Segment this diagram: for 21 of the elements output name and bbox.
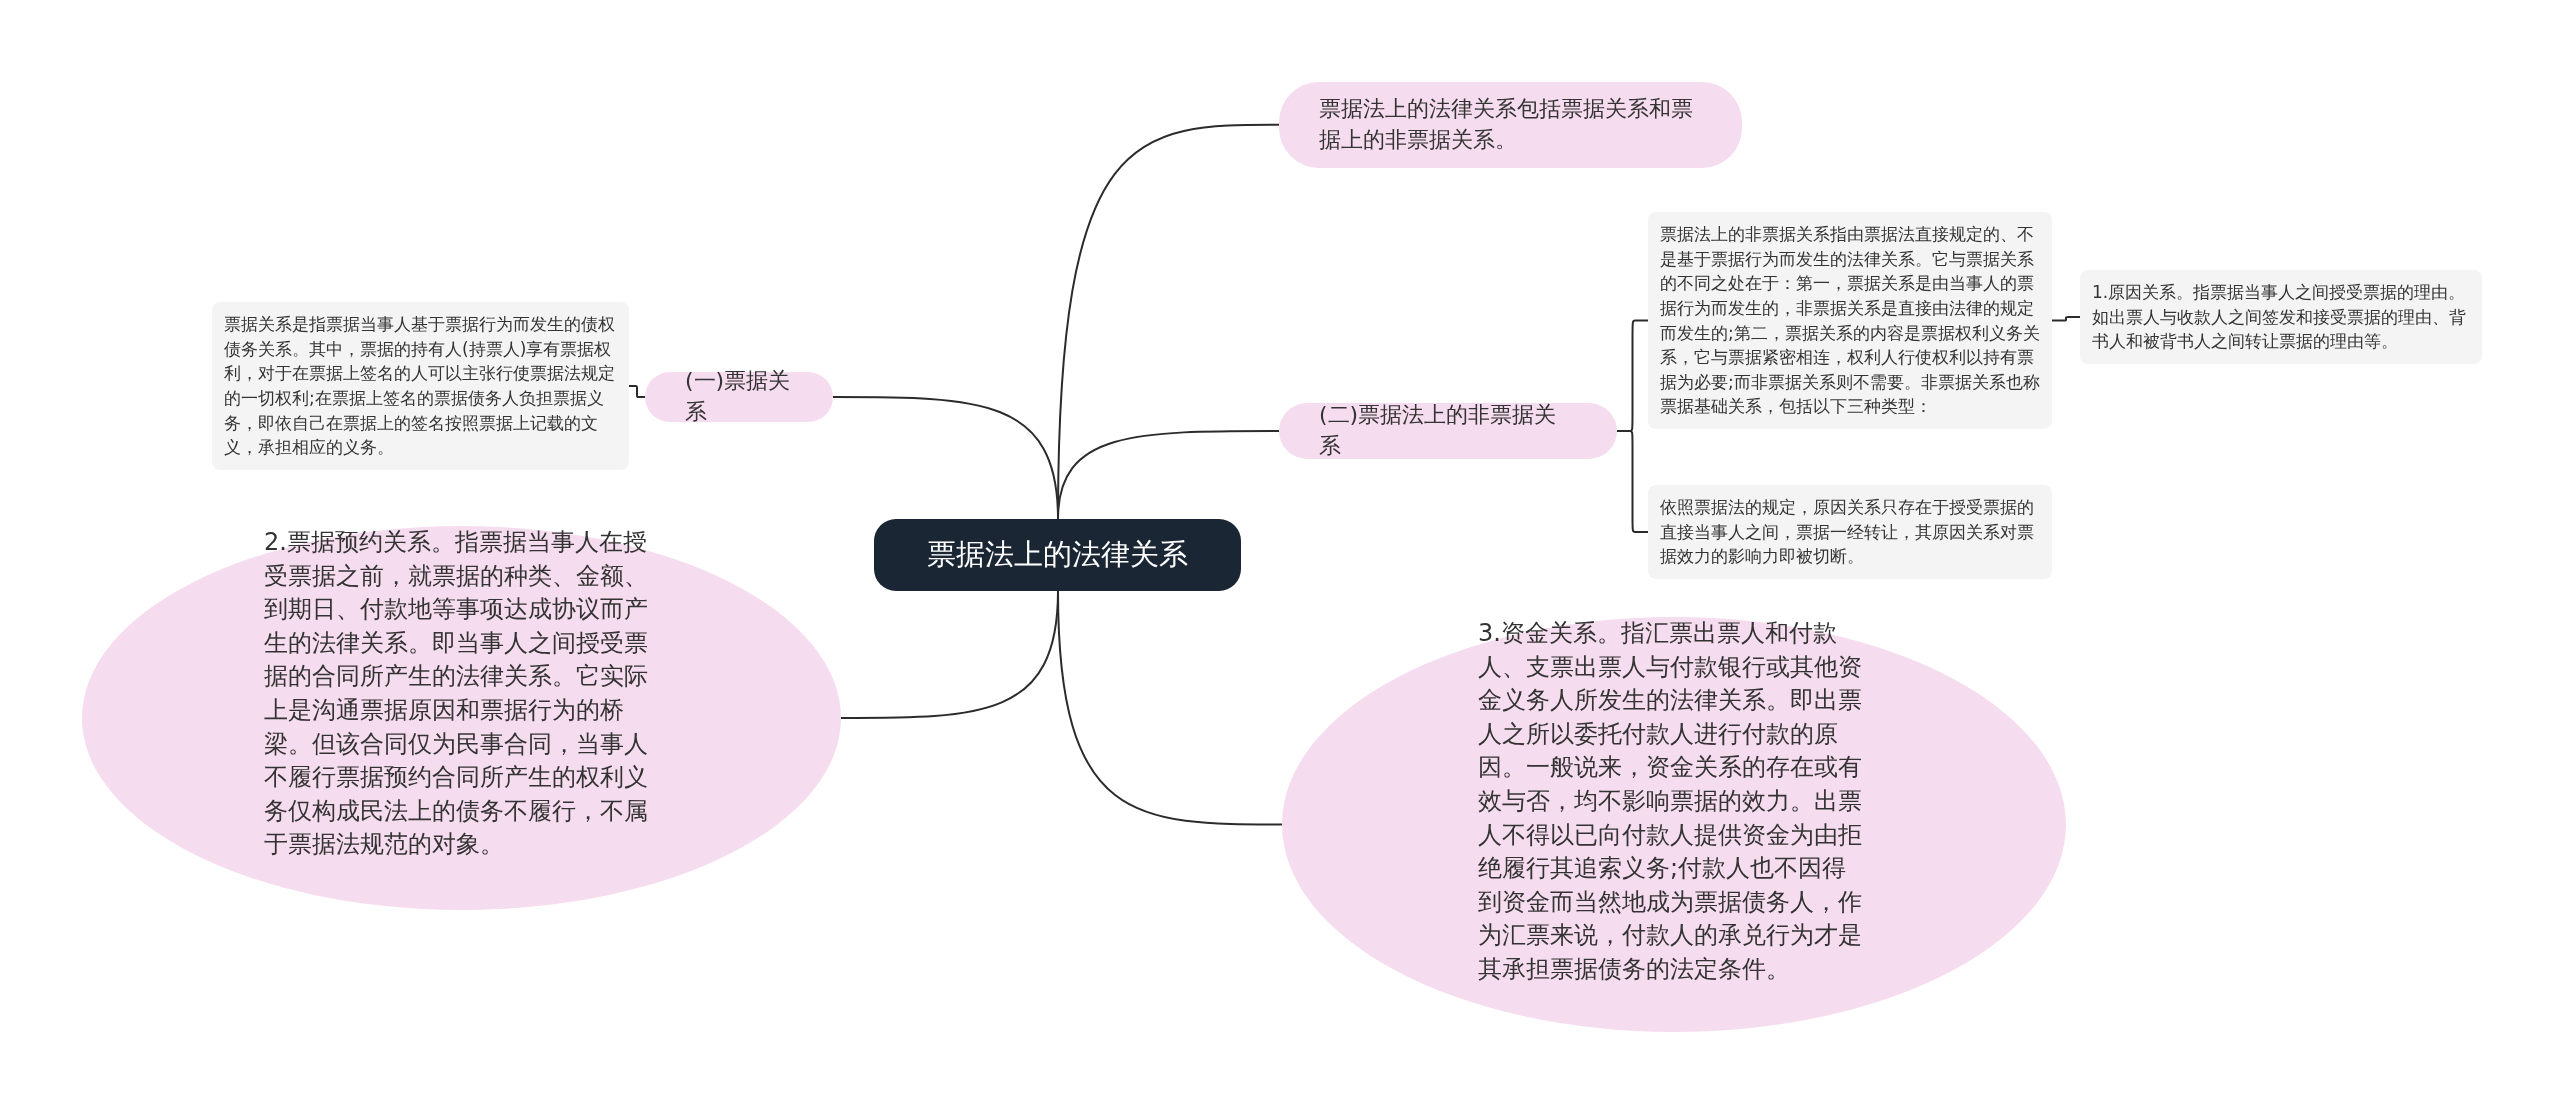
topic-text: 2.票据预约关系。指票据当事人在授受票据之前，就票据的种类、金额、到期日、付款地等事项达成协议而产生的法律关系。即当事人之间授受票据的合同所产生的法律关系。它实际上是沟通票据原因和票据行为的桥梁。但该合同仅为民事合同，当事人不履行票据预约合同所产生的权利义务仅构成民法上的债务不履行，不属于票据法规范的对象。 [264,527,649,861]
connector-line [628,384,646,398]
topic-text: (二)票据法上的非票据关系 [1319,401,1558,460]
note-card [212,302,629,470]
note-card [1648,485,2052,579]
connector-line [1057,590,1283,826]
topic-text: 3.资金关系。指汇票出票人和付款人、支票出票人与付款银行或其他资金义务人所发生的法律关系。即出票人之所以委托付款人进行付款的原因。一般说来，资金关系的存在或有效与否，均不影响票据的效力。出票人不得以已向付款人提供资金为由拒绝履行其追索义务;付款人也不因得到资金而当然地成为票据债务人，作为汇票来说，付款人的承兑行为才是其承担票据债务的法定条件。 [1478,618,1863,985]
note-card [1648,212,2052,430]
central-topic [874,519,1241,591]
topic-text: 票据关系是指票据当事人基于票据行为而发生的债权债务关系。其中，票据的持有人(持票人)享有票据权利，对于在票据上签名的人可以主张行使票据法规定的一切权利;在票据上签名的票据债务人负担票据义务，即依自己在票据上的签名按照票据上记载的文义，承担相应的义务。 [224,313,616,460]
topic-text: 1.原因关系。指票据当事人之间授受票据的理由。如出票人与收款人之间签发和接受票据的理由、背书人和被背书人之间转让票据的理由等。 [2092,281,2467,354]
topic-text: 票据法上的法律关系包括票据关系和票据上的非票据关系。 [1319,95,1694,154]
topic-text: 票据法上的非票据关系指由票据法直接规定的、不是基于票据行为而发生的法律关系。它与票据关系的不同之处在于：第一，票据关系是由当事人的票据行为而发生的，非票据关系是直接由法律的规定而发生的;第二，票据关系的内容是票据权利义务关系，它与票据紧密相连，权利人行使权利以持有票据为必要;而非票据关系则不需要。非票据关系也称票据基础关系，包括以下三种类型： [1660,223,2040,419]
topic-text: (一)票据关系 [685,367,792,426]
connector-line [832,396,1059,520]
connector-line [2051,315,2081,322]
connector-line [1616,430,1649,533]
topic-text: 依照票据法的规定，原因关系只存在于授受票据的直接当事人之间，票据一经转让，其原因关系对票据效力的影响力即被切断。 [1660,496,2035,569]
topic-pill [1279,403,1617,459]
topic-text: 票据法上的法律关系 [927,536,1188,573]
note-card [2080,270,2482,364]
